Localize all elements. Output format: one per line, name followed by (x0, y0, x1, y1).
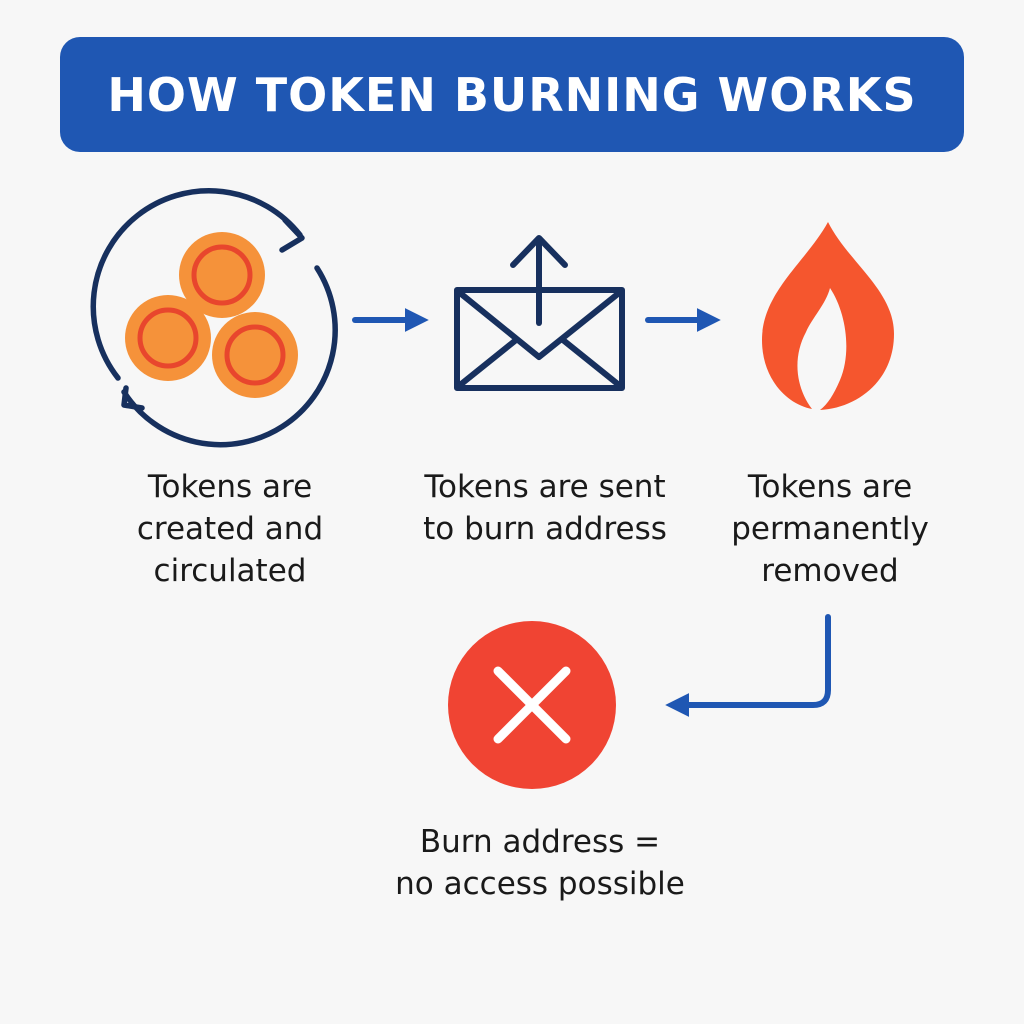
coin (212, 312, 298, 398)
title-banner: HOW TOKEN BURNING WORKS (60, 37, 964, 152)
cycle-arc-lower (121, 265, 338, 448)
cycle-arrowhead-bottom (121, 385, 145, 411)
step-2-caption: Tokens are sent to burn address (423, 469, 667, 547)
x-circle-icon (448, 621, 616, 789)
step-3-caption: Tokens are permanently removed (731, 469, 929, 589)
step-1-caption: Tokens are created and circulated (136, 469, 324, 589)
coin (179, 232, 265, 318)
outcome-caption: Burn address = no access possible (395, 824, 685, 902)
cycle-arc-upper (90, 188, 303, 381)
flow-arrow-3 (665, 614, 831, 717)
cycle-arrowhead-top (279, 217, 305, 253)
flame-icon (762, 222, 894, 410)
token-cycle-icon (90, 188, 338, 448)
envelope-send-icon (454, 235, 625, 391)
coin (125, 295, 211, 381)
page-title: HOW TOKEN BURNING WORKS (107, 67, 917, 122)
